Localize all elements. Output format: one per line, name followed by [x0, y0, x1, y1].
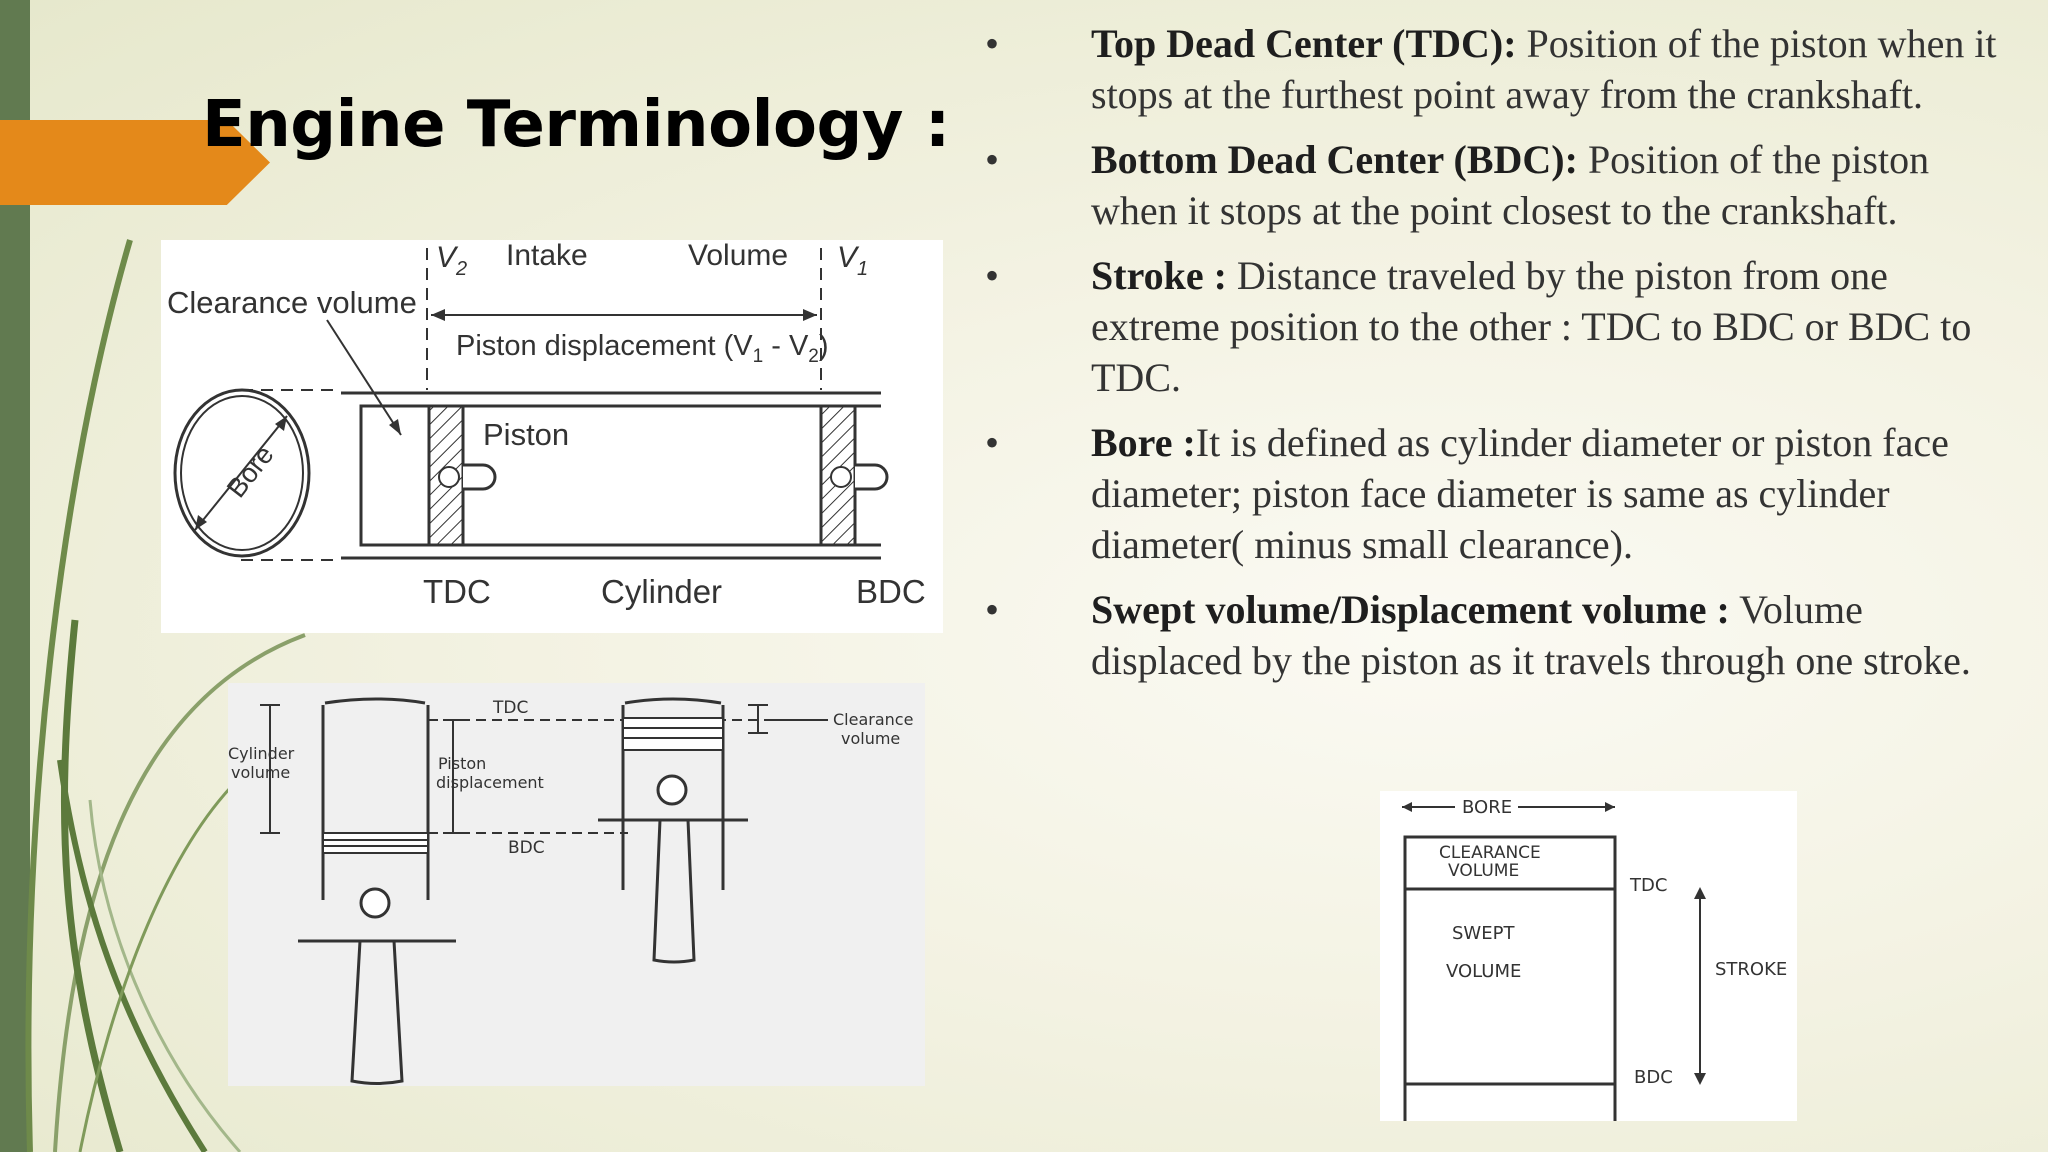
- bullet-icon: •: [985, 137, 1000, 182]
- swept-volume-label-2: VOLUME: [1446, 961, 1521, 982]
- list-item: • Bottom Dead Center (BDC): Position of t…: [985, 134, 2015, 236]
- terminology-list: • Top Dead Center (TDC): Position of the …: [985, 18, 2015, 700]
- volume-label: Volume: [688, 240, 788, 272]
- definition-swept-volume: Volume displaced by the piston as it tra…: [1091, 587, 1971, 683]
- list-item: • Swept volume/Displacement volume : Volu…: [985, 584, 2015, 686]
- bullet-icon: •: [985, 587, 1000, 632]
- intake-label: Intake: [506, 240, 588, 272]
- bdc-label: BDC: [508, 838, 545, 858]
- tdc-label: TDC: [1629, 875, 1667, 896]
- bullet-icon: •: [985, 253, 1000, 298]
- bullet-icon: •: [985, 420, 1000, 465]
- clearance-volume-label-2: VOLUME: [1448, 861, 1519, 881]
- stroke-bore-diagram: BORE CLEARANCE VOLUME SWEPT VOLUME TDC B…: [1380, 791, 1797, 1121]
- swept-volume-label-1: SWEPT: [1452, 923, 1515, 944]
- bullet-icon: •: [985, 21, 1000, 66]
- piston-displacement-label-1: Piston: [438, 754, 486, 773]
- piston-displacement-label: Piston displacement (V1 - V2): [456, 330, 829, 367]
- definition-bore: It is defined as cylinder diameter or pi…: [1091, 420, 1949, 567]
- cylinder-label: Cylinder: [601, 573, 722, 610]
- term-tdc: Top Dead Center (TDC):: [1091, 21, 1517, 66]
- clearance-volume-label: Clearance volume: [167, 285, 417, 320]
- slide-title: Engine Terminology :: [202, 88, 950, 162]
- cylinder-volume-label-2: volume: [231, 763, 290, 782]
- tdc-label: TDC: [492, 698, 528, 718]
- piston-displacement-label-2: displacement: [436, 773, 544, 792]
- v1-label: V1: [837, 241, 868, 280]
- term-bdc: Bottom Dead Center (BDC):: [1091, 137, 1578, 182]
- engine-cylinder-diagram: V2 Intake Volume V1 Clearance volume Pis…: [161, 240, 943, 633]
- grass-decoration: [25, 239, 306, 1152]
- term-bore: Bore :: [1091, 420, 1196, 465]
- definition-bdc: Position of the piston when it stops at …: [1091, 137, 1930, 233]
- cylinder-volume-label-1: Cylinder: [228, 744, 295, 763]
- clearance-volume-label-2: volume: [841, 729, 900, 748]
- list-item: • Bore :It is defined as cylinder diamete…: [985, 417, 2015, 570]
- definition-stroke: Distance traveled by the piston from one…: [1091, 253, 1972, 400]
- clearance-volume-label-1: CLEARANCE: [1439, 843, 1541, 863]
- bore-label: BORE: [1462, 797, 1512, 818]
- definition-tdc: Position of the piston when it stops at …: [1091, 21, 1997, 117]
- piston-label: Piston: [483, 417, 569, 452]
- tdc-label: TDC: [423, 573, 491, 610]
- v2-label: V2: [436, 241, 467, 280]
- piston-positions-diagram: Cylinder volume TDC BDC Piston displacem…: [228, 683, 925, 1086]
- term-swept-volume: Swept volume/Displacement volume :: [1091, 587, 1730, 632]
- stroke-label: STROKE: [1715, 959, 1787, 980]
- title-accent-tag: [0, 120, 270, 205]
- term-stroke: Stroke :: [1091, 253, 1227, 298]
- list-item: • Stroke : Distance traveled by the pisto…: [985, 250, 2015, 403]
- bdc-label: BDC: [856, 573, 926, 610]
- bdc-label: BDC: [1634, 1067, 1673, 1088]
- clearance-volume-label-1: Clearance: [833, 710, 913, 729]
- list-item: • Top Dead Center (TDC): Position of the …: [985, 18, 2015, 120]
